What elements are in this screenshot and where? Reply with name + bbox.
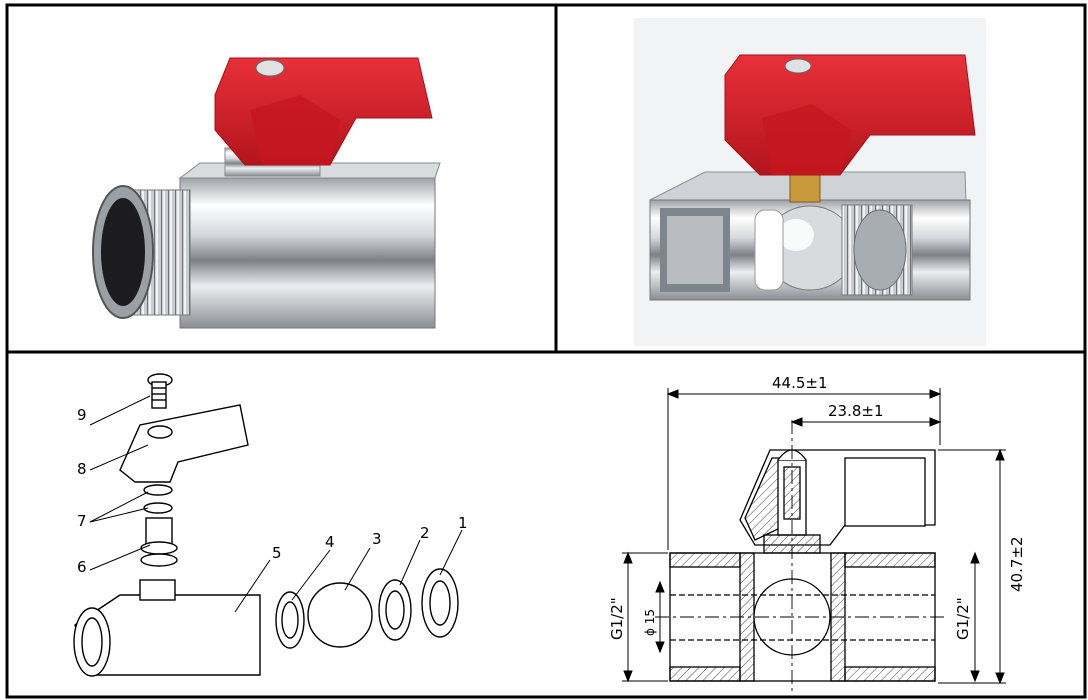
dim-handle-offset: 23.8±1 <box>828 402 884 420</box>
part-label-1: 1 <box>458 514 468 532</box>
handle-screw <box>255 59 285 77</box>
part-label-5: 5 <box>272 544 282 562</box>
exploded-leaders <box>89 395 463 613</box>
part-label-3: 3 <box>372 530 382 548</box>
technical-drawing <box>655 420 945 695</box>
part-label-7: 7 <box>77 512 87 530</box>
dim-overall-length: 44.5±1 <box>772 374 828 392</box>
pipe-opening <box>101 198 145 306</box>
part-ball <box>307 582 373 648</box>
part-washer-1 <box>143 484 173 496</box>
part-label-4: 4 <box>325 533 335 551</box>
thread-label-left: G1/2" <box>608 597 626 640</box>
bore-diameter-label: ϕ 15 <box>643 609 657 636</box>
part-label-6: 6 <box>77 558 87 576</box>
part-stem <box>145 517 173 545</box>
product-photo <box>92 57 441 329</box>
part-label-9: 9 <box>77 406 87 424</box>
exploded-labels: 9 8 7 6 5 4 3 2 1 <box>77 406 468 576</box>
dimension-labels: 44.5±1 23.8±1 40.7±2 G1/2" ϕ 15 G1/2" <box>608 374 1026 640</box>
exploded-view <box>73 373 459 677</box>
part-label-2: 2 <box>420 524 430 542</box>
part-washer-2 <box>143 502 173 514</box>
dim-height: 40.7±2 <box>1008 536 1026 592</box>
part-label-8: 8 <box>77 460 87 478</box>
cutaway-render <box>634 18 986 346</box>
thread-label-right: G1/2" <box>954 597 972 640</box>
valve-body-chrome <box>179 177 436 329</box>
ptfe-seat <box>754 209 784 291</box>
dimension-lines <box>622 388 1006 685</box>
part-handle <box>119 404 249 483</box>
